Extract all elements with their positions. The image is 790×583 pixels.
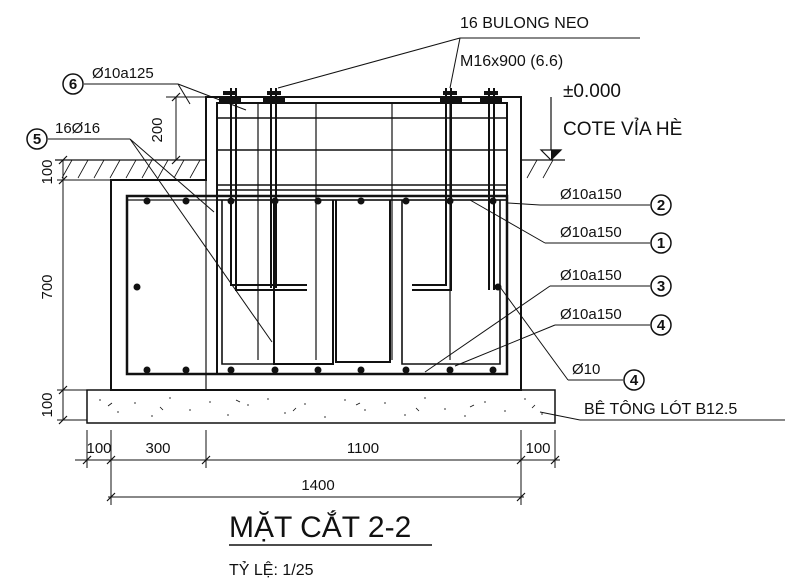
dim-100-left: 100 — [86, 440, 111, 457]
callout-4b-text: Ø10 — [572, 361, 600, 378]
callout-2-text: Ø10a150 — [560, 186, 622, 203]
dim-300: 300 — [145, 440, 170, 457]
dim-1100: 1100 — [347, 440, 379, 457]
callout-3: 3 Ø10a150 — [424, 267, 672, 373]
callout-6-mark: 6 — [69, 76, 77, 93]
bolt-label: 16 BULONG NEO M16x900 (6.6) — [277, 15, 640, 89]
rebar-dots — [133, 197, 502, 374]
vertical-dimensions: 200 100 700 100 — [39, 92, 206, 425]
callout-4: 4 Ø10a150 — [454, 306, 672, 367]
concrete-hatch — [99, 397, 543, 418]
callout-1: 1 Ø10a150 — [469, 199, 672, 254]
dim-100-bottom: 100 — [39, 392, 56, 417]
ground-line — [55, 159, 565, 179]
callout-4-mark: 4 — [657, 317, 666, 334]
dim-100-right: 100 — [525, 440, 550, 457]
dim-700: 700 — [39, 274, 56, 299]
lean-concrete-slab — [86, 389, 556, 424]
scale-label: TỶ LỆ: 1/25 — [229, 560, 314, 579]
callout-5-text: 16Ø16 — [55, 120, 100, 137]
dim-100-top: 100 — [39, 159, 56, 184]
section-title: MẶT CẮT 2-2 — [229, 510, 411, 544]
callout-4b: 4 Ø10 — [499, 286, 645, 391]
callout-4-text: Ø10a150 — [560, 306, 622, 323]
callout-4b-mark: 4 — [630, 372, 639, 389]
dim-200: 200 — [149, 117, 166, 142]
callout-3-text: Ø10a150 — [560, 267, 622, 284]
callout-1-text: Ø10a150 — [560, 224, 622, 241]
dim-1400: 1400 — [301, 477, 334, 494]
title-block: MẶT CẮT 2-2 TỶ LỆ: 1/25 — [229, 510, 432, 579]
lean-concrete-label: BÊ TÔNG LÓT B12.5 — [584, 399, 737, 418]
level-marker: ±0.000 COTE VỈA HÈ — [539, 81, 682, 161]
lean-concrete-callout: BÊ TÔNG LÓT B12.5 — [539, 399, 785, 421]
anchor-bolt-right — [412, 88, 502, 291]
callout-2-mark: 2 — [657, 197, 665, 214]
level-note: COTE VỈA HÈ — [563, 118, 682, 140]
callout-5: 5 16Ø16 — [26, 120, 273, 343]
callout-5-mark: 5 — [33, 131, 41, 148]
callout-6-text: Ø10a125 — [92, 65, 154, 82]
bolt-label-line2: M16x900 (6.6) — [460, 53, 563, 70]
rebar-callouts: 6 Ø10a125 5 16Ø16 2 Ø10a150 1 — [26, 65, 785, 421]
horizontal-dimensions: 100 300 1100 100 1400 — [75, 430, 560, 505]
level-value: ±0.000 — [563, 81, 621, 102]
footing-outline — [110, 96, 522, 391]
callout-1-mark: 1 — [657, 235, 665, 252]
bolt-label-line1: 16 BULONG NEO — [460, 15, 589, 32]
callout-3-mark: 3 — [657, 278, 665, 295]
callout-2: 2 Ø10a150 — [507, 186, 672, 216]
anchor-bolts — [219, 88, 502, 291]
callout-6: 6 Ø10a125 — [62, 65, 247, 111]
